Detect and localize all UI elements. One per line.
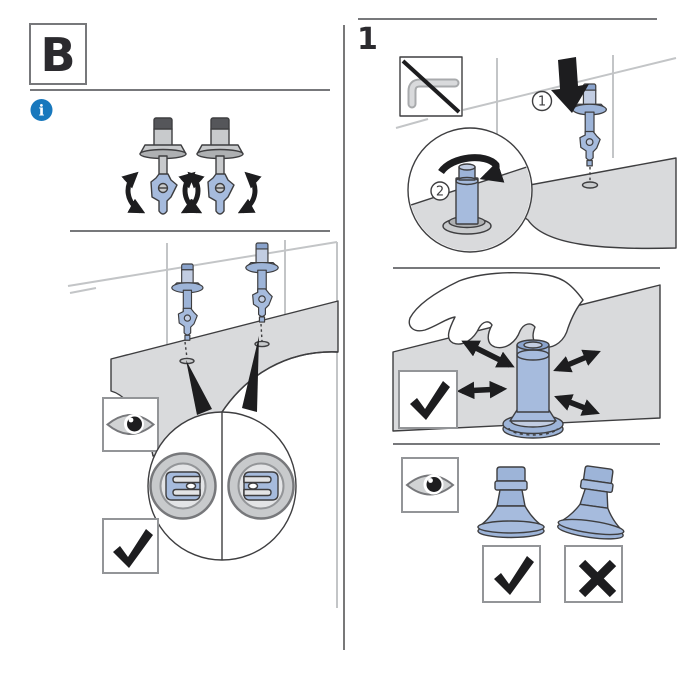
panel-insert: 1 2	[395, 55, 677, 253]
press-down-arrow	[551, 57, 589, 113]
hand	[408, 271, 584, 349]
panel-hand-check	[392, 271, 661, 439]
substep-1-marker: 1	[531, 90, 553, 112]
drill-hole-step1	[581, 181, 599, 189]
step-1: 1 1	[357, 18, 677, 603]
fitting-straight	[477, 466, 545, 539]
fixing-post	[502, 339, 564, 439]
correct-box-step3	[482, 545, 541, 603]
observe-box-right	[401, 457, 459, 513]
svg-text:1: 1	[538, 95, 546, 110]
pointer-wedge-right	[242, 336, 259, 412]
anchor-bolt-right	[245, 242, 279, 323]
fitting-tilted	[556, 462, 633, 543]
rotate-arrow	[438, 154, 505, 183]
clip-top-view-right	[227, 452, 295, 520]
incorrect-box-step3	[564, 545, 623, 603]
step-number: 1	[357, 22, 378, 57]
no-allen-key-icon	[399, 56, 463, 117]
pointer-wedge-left	[186, 360, 212, 415]
anchor-bolt-left	[171, 263, 204, 341]
wiggle-arrows	[456, 340, 601, 416]
info-icon: i	[30, 99, 53, 121]
info-glyph: i	[39, 102, 45, 120]
substep-2-marker: 2	[430, 181, 450, 201]
panel-orientation-check	[401, 457, 633, 603]
detail-circle: 2	[407, 127, 533, 253]
prohibition-slash	[401, 59, 461, 114]
correct-box-step2	[398, 370, 458, 429]
magnifier-circle	[147, 411, 297, 561]
section-b: B i	[29, 23, 339, 608]
section-label: B	[40, 28, 75, 82]
observe-box-left	[102, 397, 159, 452]
section-label-box	[29, 23, 87, 85]
svg-text:2: 2	[436, 185, 444, 200]
clip-top-view-left	[149, 452, 217, 520]
correct-box-left	[102, 518, 159, 574]
